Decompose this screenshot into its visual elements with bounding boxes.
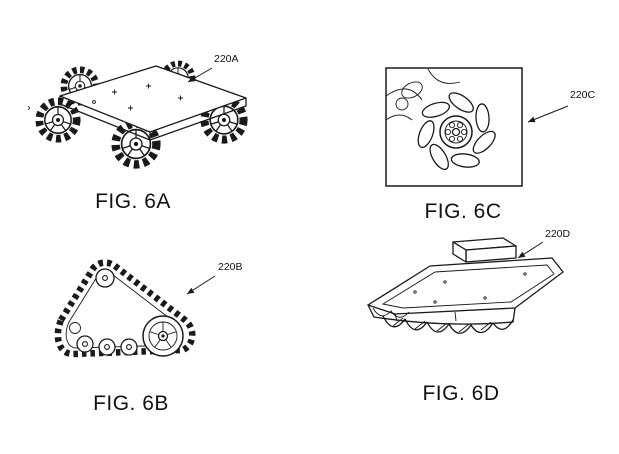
top-box: [452, 237, 517, 263]
figure-6a: 220A FIG. 6A: [28, 40, 263, 220]
leader-arrow-220c: [527, 105, 569, 123]
figure-6c: 220C FIG. 6C: [380, 62, 605, 230]
road-wheels: [76, 335, 138, 356]
omni-wheel-drawing: [385, 67, 569, 187]
reference-numeral-220b: 220B: [218, 261, 243, 273]
wheel-hub: [439, 115, 473, 149]
chassis-deck: [367, 257, 564, 315]
roller-ring: [417, 92, 496, 171]
idler-wheel: [95, 268, 115, 288]
rover-deck: [28, 65, 247, 141]
wheeled-rover-drawing: [28, 40, 263, 190]
tensioner-wheel: [69, 322, 81, 334]
auger-platform-drawing: [367, 237, 564, 334]
figure-6a-caption: FIG. 6A: [95, 190, 171, 213]
reference-numeral-220d: 220D: [545, 228, 571, 240]
figure-6b: 220B FIG. 6B: [35, 248, 265, 423]
figure-6c-caption: FIG. 6C: [424, 200, 502, 223]
auger-helix: [372, 307, 514, 334]
figure-6d-caption: FIG. 6D: [422, 382, 500, 405]
frame-interior-detail: [385, 68, 461, 121]
leader-arrow-220a: [187, 67, 213, 83]
drive-sprocket: [142, 315, 184, 357]
figure-6d: 220D FIG. 6D: [355, 222, 590, 407]
figure-6b-caption: FIG. 6B: [93, 392, 169, 415]
tracked-vehicle-drawing: [54, 259, 216, 358]
reference-numeral-220c: 220C: [570, 89, 596, 101]
leader-arrow-220b: [186, 275, 216, 295]
reference-numeral-220a: 220A: [214, 53, 239, 65]
leader-arrow-220d: [517, 241, 544, 259]
